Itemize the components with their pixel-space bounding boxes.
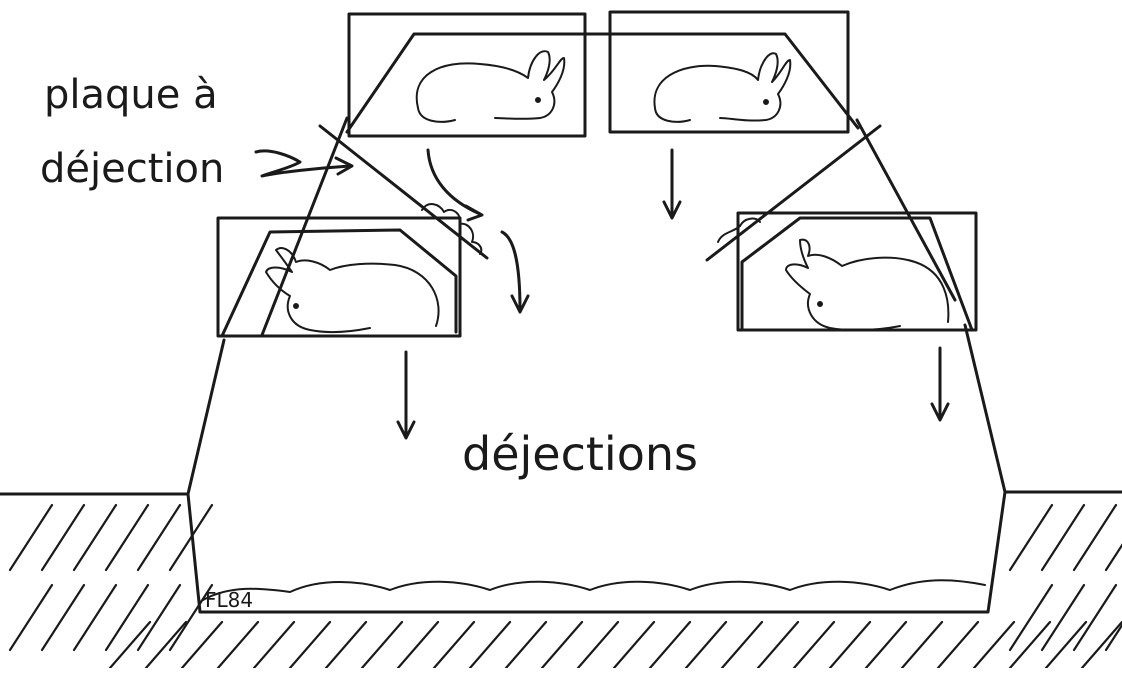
- hatch-line: [612, 620, 656, 670]
- hatch-line: [8, 583, 54, 652]
- hatch-line: [1040, 583, 1086, 652]
- rabbit-icon: [265, 247, 440, 334]
- hatch-line: [104, 503, 150, 572]
- hatch-line: [576, 620, 620, 670]
- cage-frame: [186, 116, 1007, 496]
- arrow-down-icon: [426, 148, 484, 222]
- hatch-line: [396, 620, 440, 670]
- hatch-line: [104, 583, 150, 652]
- hatch-line: [108, 620, 152, 670]
- hatch-line: [504, 620, 548, 670]
- hatch-line: [136, 583, 182, 652]
- hatch-line: [72, 583, 118, 652]
- rabbit-icon: [653, 52, 792, 123]
- hatch-line: [1008, 620, 1052, 670]
- cage-top-right: [596, 10, 882, 262]
- droppings-pit: [186, 490, 1007, 614]
- hatch-line: [972, 620, 1016, 670]
- hatch-line: [792, 620, 836, 670]
- hatch-line: [8, 503, 54, 572]
- hatch-line: [1008, 583, 1054, 652]
- hatch-line: [40, 583, 86, 652]
- hatch-line: [324, 620, 368, 670]
- cage-mid-left: [216, 216, 462, 338]
- hatch-line: [136, 503, 182, 572]
- hatch-line: [216, 620, 260, 670]
- manure-layer: [202, 579, 986, 601]
- hatch-line: [1008, 503, 1054, 572]
- label-plate-line1: plaque à: [44, 72, 218, 118]
- hatch-line: [936, 620, 980, 670]
- hatch-line: [252, 620, 296, 670]
- hatch-line: [540, 620, 584, 670]
- soil-hatching: [8, 503, 1122, 670]
- hatch-line: [1072, 503, 1118, 572]
- hatch-line: [288, 620, 332, 670]
- hatch-line: [1072, 583, 1118, 652]
- label-plate-line2: déjection: [40, 146, 224, 192]
- hatch-line: [900, 620, 944, 670]
- hatch-line: [1104, 543, 1122, 572]
- hatch-line: [864, 620, 908, 670]
- hatch-line: [1044, 620, 1088, 670]
- hatch-line: [180, 620, 224, 670]
- hatch-line: [648, 620, 692, 670]
- hatch-line: [168, 583, 214, 652]
- hatch-line: [432, 620, 476, 670]
- hatch-line: [468, 620, 512, 670]
- signature-mark: FL84: [205, 588, 253, 612]
- plate-pointer-arrow: [254, 149, 354, 178]
- arrow-down-icon: [500, 230, 530, 314]
- hatch-line: [360, 620, 404, 670]
- rabbit-icon: [785, 238, 950, 332]
- hatch-line: [828, 620, 872, 670]
- hatch-line: [1104, 623, 1122, 652]
- arrow-down-icon: [930, 346, 950, 422]
- droppings-pile-icon: [421, 203, 761, 255]
- svg-text:FL84: FL84: [205, 588, 253, 612]
- hatch-line: [684, 620, 728, 670]
- hatch-line: [756, 620, 800, 670]
- rabbit-icon: [415, 50, 566, 123]
- hatch-line: [1040, 503, 1086, 572]
- ground-surface: [0, 490, 1122, 496]
- hatch-line: [40, 503, 86, 572]
- hatch-line: [720, 620, 764, 670]
- hatch-line: [1080, 620, 1122, 670]
- hatch-line: [72, 503, 118, 572]
- hatch-line: [144, 620, 188, 670]
- arrow-down-icon: [396, 350, 416, 440]
- label-droppings: déjections: [462, 427, 698, 481]
- arrow-down-icon: [662, 148, 682, 220]
